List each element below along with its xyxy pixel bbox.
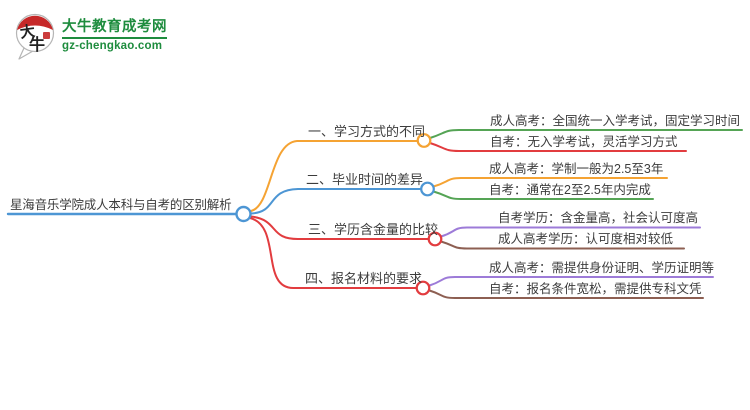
branch-3-node-circle — [427, 231, 443, 247]
branch-4-edge — [249, 217, 418, 290]
branch-2-child-2-label: 自考：通常在2至2.5年内完成 — [489, 183, 651, 197]
logo-domain: gz-chengkao.com — [62, 40, 163, 52]
branch-2-child-2-edge — [432, 190, 654, 200]
branch-1-edge — [250, 140, 418, 212]
logo-title: 大牛教育成考网 — [62, 19, 167, 35]
branch-2-child-1-label: 成人高考：学制一般为2.5至3年 — [489, 162, 664, 176]
logo-icon-char-top: 大 — [19, 22, 36, 42]
branch-2-edge — [250, 188, 422, 215]
branch-3-edge — [250, 215, 430, 241]
branch-1-node-circle — [416, 133, 432, 148]
branch-2-child-1-edge — [432, 177, 668, 188]
branch-4-node-circle — [415, 280, 431, 296]
branch-1-child-2-label: 自考：无入学考试，灵活学习方式 — [490, 135, 678, 149]
branch-4-child-1-edge — [428, 276, 714, 287]
branch-4-child-1-label: 成人高考：需提供身份证明、学历证明等 — [489, 261, 715, 275]
site-logo: 大 牛 大牛教育成考网 gz-chengkao.com — [14, 10, 167, 60]
branch-4-child-2-edge — [428, 289, 704, 299]
branch-3-child-2-label: 成人高考学历：认可度相对较低 — [498, 232, 674, 246]
logo-text-block: 大牛教育成考网 gz-chengkao.com — [62, 10, 167, 52]
branch-2-label: 二、毕业时间的差异 — [306, 172, 424, 187]
branch-1-child-1-edge — [429, 129, 743, 139]
daniu-bubble-icon: 大 牛 — [15, 13, 55, 60]
logo-seal-mark — [43, 32, 50, 39]
branch-1-child-1-label: 成人高考：全国统一入学考试，固定学习时间 — [490, 114, 741, 128]
branch-4-child-2-label: 自考：报名条件宽松，需提供专科文凭 — [489, 282, 702, 296]
branch-1-label: 一、学习方式的不同 — [308, 124, 426, 139]
branch-2-node-circle — [420, 181, 435, 197]
branch-4-label: 四、报名材料的要求 — [305, 271, 423, 286]
logo-divider — [62, 37, 167, 39]
branch-3-child-1-label: 自考学历：含金量高，社会认可度高 — [498, 211, 699, 225]
branch-3-child-2-edge — [440, 240, 685, 250]
root-node-label: 星海音乐学院成人本科与自考的区别解析 — [10, 198, 232, 212]
branch-3-child-1-edge — [440, 226, 701, 238]
root-node-circle — [235, 205, 252, 223]
branch-1-child-2-edge — [429, 142, 687, 152]
branch-3-label: 三、学历含金量的比较 — [308, 222, 439, 237]
logo-icon-char-bottom: 牛 — [29, 35, 45, 54]
